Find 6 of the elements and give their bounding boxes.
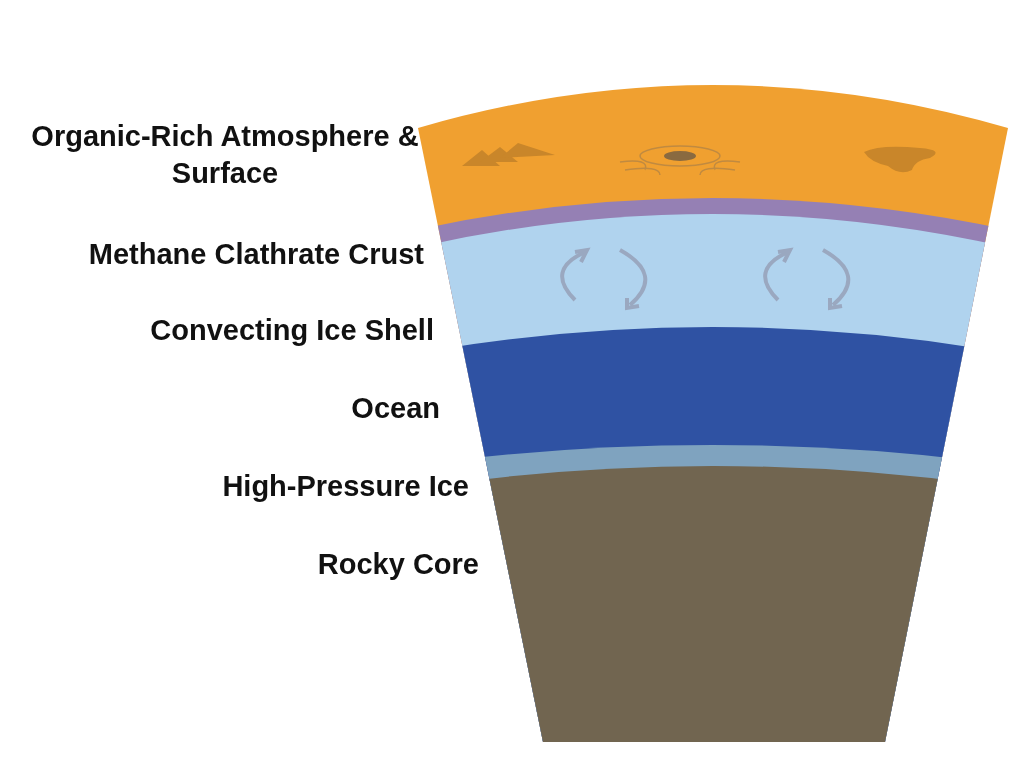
layer-label: High-Pressure Ice [222,469,469,504]
layer-label: Convecting Ice Shell [150,313,434,348]
layer-label: Ocean [351,391,440,426]
layer-label: Rocky Core [317,547,479,582]
layer-label: Methane Clathrate Crust [88,237,424,272]
layer-label: Organic-Rich Atmosphere & Surface [30,119,420,191]
